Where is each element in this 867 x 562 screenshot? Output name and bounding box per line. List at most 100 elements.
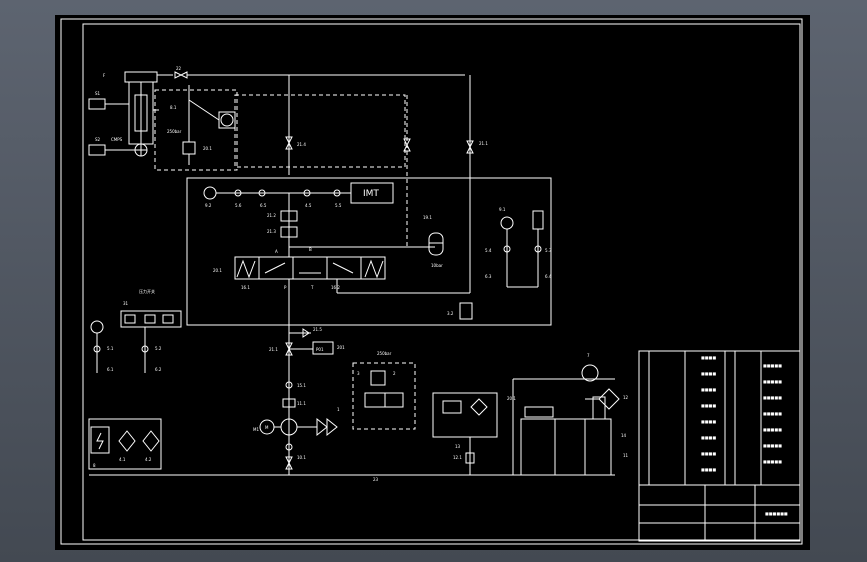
- motor-label: M: [265, 425, 269, 430]
- label-201c: 201: [337, 345, 345, 350]
- label-42: 4.2: [145, 457, 152, 462]
- label-91: 9.1: [499, 207, 506, 212]
- label-65: 6.5: [260, 203, 267, 208]
- label-m1: M1: [253, 427, 259, 432]
- tb-row-1: ■■■■: [701, 355, 716, 360]
- relief-valve: 3.2: [447, 302, 473, 320]
- top-valve-group: 21.4 21.1: [285, 75, 488, 247]
- label-250bar-2: 250bar: [377, 351, 392, 356]
- label-51: 5.1: [107, 346, 114, 351]
- label-201-dv: 20.1: [213, 268, 222, 273]
- label-64: 6.4: [545, 274, 552, 279]
- label-214: 21.4: [297, 142, 306, 147]
- inner-frame: [82, 23, 801, 541]
- label-250bar: 250bar: [167, 129, 182, 134]
- tb-row-6: ■■■■: [701, 435, 716, 440]
- pump-line: P01 21.5 21.1 201 15.1 11.1 M 10.1 M1 1: [253, 279, 345, 475]
- label-t: T: [310, 285, 314, 290]
- label-1: 1: [337, 407, 340, 412]
- drawing-viewport[interactable]: 22 F S1 S2 CMPS 8.1 20.1 250bar 2: [55, 15, 810, 550]
- label-b: B: [309, 247, 312, 252]
- tb-r-3: ■■■■■: [763, 395, 782, 400]
- p01-display: [312, 341, 334, 355]
- tb-r-1: ■■■■■: [763, 363, 782, 368]
- label-55: 5.5: [335, 203, 342, 208]
- p01-label: P01: [316, 347, 324, 352]
- pressure-switch-group: 31 压力开关 5.1 5.2 6.1 6.2: [90, 288, 182, 373]
- check-valve-stack: 21.2 21.3: [267, 193, 298, 247]
- label-41: 4.1: [119, 457, 126, 462]
- label-211: 21.1: [479, 141, 488, 146]
- tb-r-7: ■■■■■: [763, 459, 782, 464]
- title-block: ■■■■ ■■■■ ■■■■ ■■■■ ■■■■ ■■■■ ■■■■ ■■■■ …: [638, 350, 801, 542]
- sensor-group: S1 S2 CMPS: [88, 91, 135, 156]
- label-32: 3.2: [447, 311, 454, 316]
- label-45: 4.5: [305, 203, 312, 208]
- label-23: 23: [373, 477, 379, 482]
- label-211b: 21.1: [269, 347, 278, 352]
- outer-frame: [60, 18, 803, 545]
- tb-row-4: ■■■■: [701, 403, 716, 408]
- label-92: 9.2: [205, 203, 212, 208]
- tb-row-5: ■■■■: [701, 419, 716, 424]
- label-61: 6.1: [107, 367, 114, 372]
- label-f: F: [103, 73, 106, 78]
- label-22: 22: [176, 66, 182, 71]
- label-111: 11.1: [297, 401, 306, 406]
- tb-row-3: ■■■■: [701, 387, 716, 392]
- label-a: A: [275, 249, 278, 254]
- tb-r-6: ■■■■■: [763, 443, 782, 448]
- label-56: 5.6: [235, 203, 242, 208]
- pilot-control-group: 8.1 20.1 250bar: [154, 85, 406, 171]
- tb-row-8: ■■■■: [701, 467, 716, 472]
- tb-r-2: ■■■■■: [763, 379, 782, 384]
- label-8: 8: [93, 463, 96, 468]
- label-201: 20.1: [203, 146, 212, 151]
- label-213: 21.3: [267, 229, 276, 234]
- label-11: 11: [623, 453, 629, 458]
- label-s1: S1: [95, 91, 101, 96]
- label-group-top: 压力开关: [139, 288, 155, 294]
- reservoir: 20.1 14 12 11 7: [507, 353, 629, 476]
- label-162: 16.2: [331, 285, 340, 290]
- cylinder-assembly: 22 F: [103, 66, 465, 157]
- label-62: 6.2: [155, 367, 162, 372]
- gauge-row: IMT 9.2 5.6 6.5 4.5 5.5: [203, 182, 394, 208]
- label-81: 8.1: [170, 105, 177, 110]
- label-215: 21.5: [313, 327, 322, 332]
- label-3: 3: [357, 371, 360, 376]
- label-13: 13: [455, 444, 461, 449]
- imt-label: IMT: [363, 189, 379, 199]
- hydraulic-schematic: 22 F S1 S2 CMPS 8.1 20.1 250bar 2: [60, 18, 803, 545]
- label-52: 5.2: [155, 346, 162, 351]
- tb-row-2: ■■■■: [701, 371, 716, 376]
- label-10bar: 10bar: [431, 263, 443, 268]
- label-53: 5.3: [545, 248, 552, 253]
- label-212: 21.2: [267, 213, 276, 218]
- label-14: 14: [621, 433, 627, 438]
- relief-block: 250bar 3 2: [352, 351, 416, 430]
- right-gauge-group: 9.1 5.4 5.3 6.3 6.4: [485, 207, 552, 288]
- tb-r-4: ■■■■■: [763, 411, 782, 416]
- label-201d: 20.1: [507, 396, 516, 401]
- label-63: 6.3: [485, 274, 492, 279]
- label-s2: S2: [95, 137, 101, 142]
- tb-r-5: ■■■■■: [763, 427, 782, 432]
- tb-row-7: ■■■■: [701, 451, 716, 456]
- label-121: 12.1: [453, 455, 462, 460]
- label-p: P: [284, 285, 287, 290]
- label-151: 15.1: [297, 383, 306, 388]
- main-manifold-box: [186, 177, 552, 326]
- label-cmps: CMPS: [111, 137, 123, 142]
- accumulator: 19.1 10bar: [423, 215, 444, 268]
- label-101: 10.1: [297, 455, 306, 460]
- label-7: 7: [587, 353, 590, 358]
- tb-title: ■■■■■■: [765, 511, 788, 516]
- label-161: 16.1: [241, 285, 250, 290]
- directional-valve: 20.1 16.1 P T 16.2 A B: [213, 175, 471, 294]
- label-2: 2: [393, 371, 396, 376]
- label-54: 5.4: [485, 248, 492, 253]
- heat-exchanger-group: 8 4.1 4.2: [88, 418, 162, 470]
- label-31: 31: [123, 301, 129, 306]
- imt-display: [350, 182, 394, 204]
